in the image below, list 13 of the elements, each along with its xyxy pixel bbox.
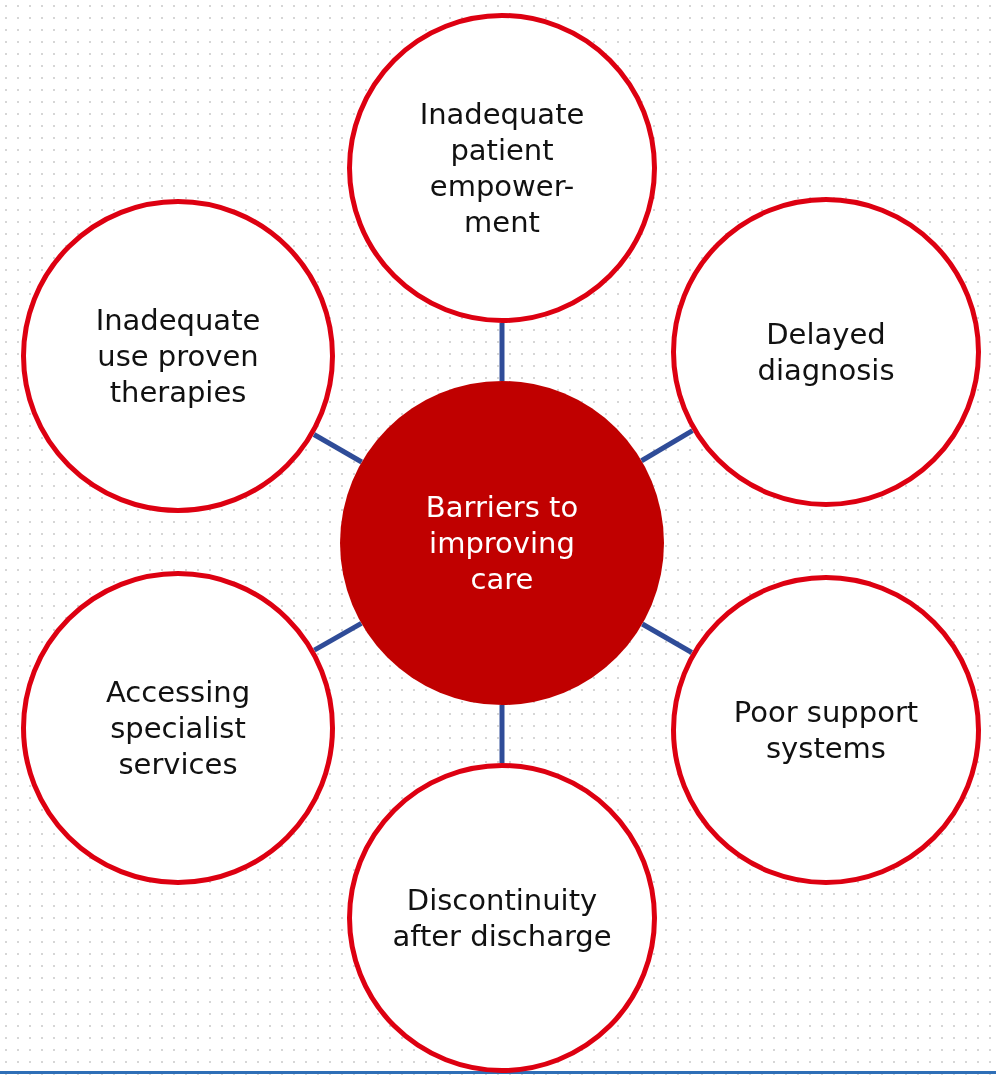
circle-label: Accessing specialist services <box>104 674 252 782</box>
connector-line <box>499 323 505 381</box>
connector-line <box>313 621 363 653</box>
circle-label: Poor support systems <box>732 694 920 766</box>
connector-line <box>640 428 694 463</box>
circle-label: Inadequate use proven therapies <box>94 302 262 410</box>
connector-line <box>499 705 505 763</box>
circle-label: Discontinuity after discharge <box>392 882 612 954</box>
connector-line <box>312 432 363 465</box>
connector-line <box>641 621 693 655</box>
circle-label: Delayed diagnosis <box>756 316 896 388</box>
circle-label: Inadequate patient empower-ment <box>418 96 586 240</box>
circle-label: Barriers to improving care <box>424 489 580 597</box>
